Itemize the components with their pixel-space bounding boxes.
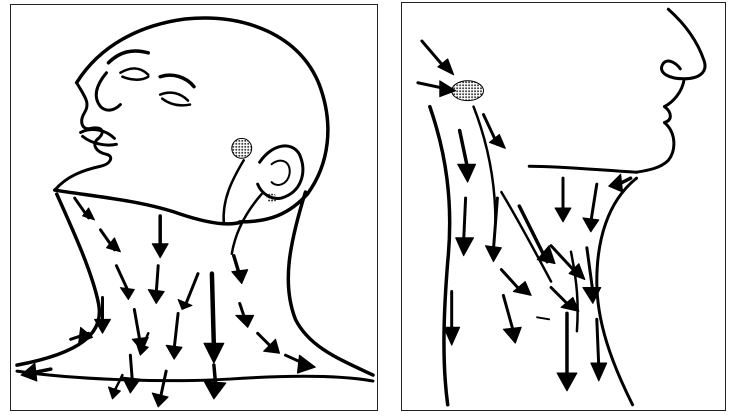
ear — [258, 146, 303, 199]
face-profile — [637, 9, 705, 172]
left-figure-panel — [10, 4, 378, 411]
eye-right — [160, 93, 190, 106]
eye-left — [120, 68, 148, 79]
neck-right-outline — [288, 192, 373, 375]
vessel-line-1 — [474, 107, 496, 222]
vessel-line-3 — [571, 252, 578, 332]
nose — [96, 73, 120, 110]
lymph-node-cluster-behind-ear — [267, 193, 277, 203]
right-figure-panel — [401, 2, 726, 411]
jaw-line — [529, 166, 636, 172]
head-and-neck-profile-illustration — [402, 3, 725, 410]
vessel-line-2 — [501, 192, 551, 281]
head-and-neck-front-illustration — [11, 5, 377, 410]
eyebrow-right — [160, 75, 194, 86]
dash-mark — [537, 317, 549, 319]
vessel-line-1 — [224, 160, 244, 224]
eyebrow-left — [108, 51, 148, 63]
lymph-node-cluster-front — [232, 138, 252, 158]
lymph-node-cluster — [452, 81, 484, 101]
jaw-line — [55, 190, 242, 224]
head-outline — [77, 18, 328, 222]
neck-back-outline — [430, 107, 450, 405]
collarbone-line — [17, 371, 373, 381]
ear-inner — [272, 161, 290, 185]
